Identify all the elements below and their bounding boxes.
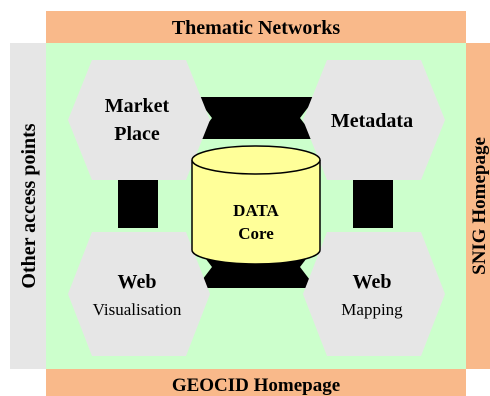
right-bar [466,43,490,369]
market-place-label-line1: Market [105,95,170,117]
top-bar-label: Thematic Networks [172,17,341,39]
metadata-hexagon [303,60,445,180]
web-mapping-title: Web [353,271,392,293]
left-bar-label: Other access points [18,123,40,288]
data-core-label-line1: DATA [233,201,279,220]
web-mapping-subtitle: Mapping [341,300,403,319]
web-visualisation-hexagon [68,232,210,356]
left-bar [10,43,46,369]
market-place-label-line2: Place [114,123,160,145]
connector-left [118,180,158,228]
connector-top [196,97,316,139]
bottom-bar [46,369,466,396]
web-mapping-hexagon [303,232,445,356]
web-visualisation-subtitle: Visualisation [93,300,182,319]
data-core-cylinder [191,145,321,265]
top-bar [46,11,466,43]
data-core-label-line2: Core [238,224,274,243]
metadata-label: Metadata [331,110,413,132]
bottom-bar-label: GEOCID Homepage [172,375,340,396]
connector-right [353,180,393,228]
web-visualisation-title: Web [118,271,157,293]
market-place-hexagon [68,60,210,180]
right-bar-label: SNIG Homepage [469,137,490,275]
